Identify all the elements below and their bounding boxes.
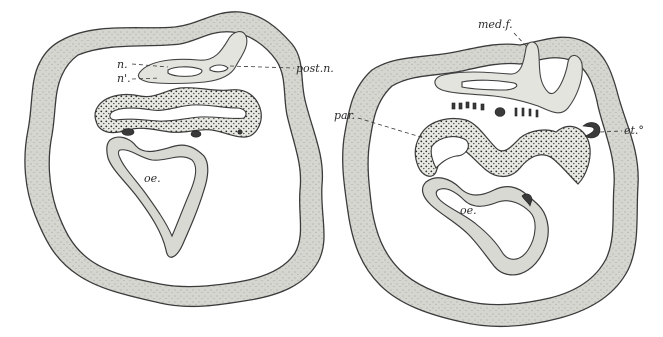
label-post-n: post.n. <box>296 62 334 75</box>
label-right-oe: oe. <box>460 204 477 217</box>
right-cell-row <box>452 102 538 117</box>
label-left-oe: oe. <box>144 172 161 185</box>
label-n: n. <box>117 58 128 71</box>
label-par: par. <box>334 109 355 122</box>
label-et: et.° <box>624 124 644 137</box>
left-node-a <box>122 129 134 136</box>
left-node-b <box>191 131 201 137</box>
right-section: med.f. par. et.° oe. <box>334 18 644 326</box>
label-med-f: med.f. <box>478 18 513 31</box>
label-n-prime: n'. <box>117 72 131 85</box>
left-neural-canal <box>168 67 202 77</box>
right-et-hook <box>583 123 600 138</box>
left-section: n. n'. post.n. oe. <box>25 12 334 307</box>
